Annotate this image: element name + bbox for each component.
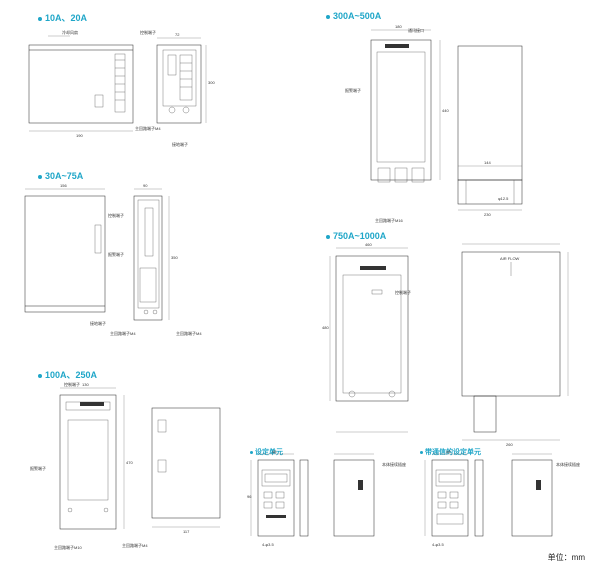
drawing-setting-unit	[250, 453, 375, 537]
drawing-10a-20a-front	[156, 37, 207, 124]
header-30a-75a: 30A~75A	[38, 171, 83, 181]
section-title: 750A~1000A	[333, 231, 387, 241]
callout-label: 主回路端子M4	[110, 331, 136, 336]
callout-label: 通讯接口	[408, 28, 424, 33]
dim-label: 4-φ3.5	[432, 542, 444, 547]
section-title: 带通信的设定单元	[425, 449, 481, 456]
callout-label: 主回路端子M16	[375, 218, 403, 223]
section-title: 10A、20A	[45, 13, 88, 23]
callout-label: 控制端子	[395, 290, 411, 295]
section-title: 100A、250A	[45, 370, 98, 380]
callout-label: 本体接续插座	[556, 462, 580, 467]
callout-label: 主回路端子M4	[135, 126, 161, 131]
header-300a-500a: 300A~500A	[326, 11, 381, 21]
dim-label: 72	[175, 32, 180, 37]
header-100a-250a: 100A、250A	[38, 368, 97, 381]
section-title: 300A~500A	[333, 11, 382, 21]
dim-label: 480	[322, 325, 329, 330]
bullet-icon	[38, 16, 42, 21]
callout-label: 主回路端子M4	[176, 331, 202, 336]
dim-label: 180	[395, 24, 402, 29]
bullet-icon	[250, 450, 253, 454]
dim-label: 470	[126, 460, 133, 465]
callout-label: 报警端子	[30, 466, 46, 471]
header-10a-20a: 10A、20A	[38, 11, 87, 24]
dim-label: 90	[143, 183, 148, 188]
dim-label: 4-φ3.5	[262, 542, 274, 547]
drawing-setting-unit-comm	[424, 453, 553, 537]
drawing-300a-500a-side	[457, 45, 523, 211]
callout-label: 控制端子	[140, 30, 156, 35]
drawing-100a-250a-front	[59, 387, 125, 530]
callout-label: 主回路端子M10	[54, 545, 82, 550]
callout-label: 主回路端子M4	[122, 543, 148, 548]
callout-label: 接地端子	[90, 321, 106, 326]
dim-label: 144	[484, 160, 491, 165]
dim-label: 130	[82, 382, 89, 387]
dim-label: 300	[208, 80, 215, 85]
bullet-icon	[420, 450, 423, 454]
section-title: 30A~75A	[45, 171, 84, 181]
dim-label: 230	[484, 212, 491, 217]
section-title: 设定单元	[255, 449, 283, 456]
callout-label: AIR FLOW	[500, 256, 520, 261]
header-setting-unit-comm: 带通信的设定单元	[420, 447, 481, 457]
drawing-30a-75a-front	[133, 188, 170, 321]
callout-label: 报警端子	[108, 252, 124, 257]
bullet-icon	[38, 174, 42, 179]
callout-label: 接地端子	[172, 142, 188, 147]
bullet-icon	[326, 14, 330, 19]
header-setting-unit: 设定单元	[250, 447, 283, 457]
drawing-30a-75a-side	[24, 188, 106, 313]
callout-label: 控制端子	[108, 213, 124, 218]
drawing-300a-500a-front	[370, 29, 441, 183]
callout-label: 冷却风扇	[62, 30, 78, 35]
dim-label: 190	[76, 133, 83, 138]
drawing-750a-1000a-side	[461, 243, 569, 441]
drawing-750a-1000a-front	[329, 247, 409, 433]
dim-label: 260	[506, 442, 513, 447]
dim-label: 156	[60, 183, 67, 188]
header-750a-1000a: 750A~1000A	[326, 231, 386, 241]
dim-label: 350	[171, 255, 178, 260]
callout-label: 报警端子	[345, 88, 361, 93]
unit-note: 单位：mm	[547, 553, 585, 562]
drawing-10a-20a-side	[28, 35, 134, 132]
bullet-icon	[326, 234, 330, 239]
callout-label: 本体接续插座	[382, 462, 406, 467]
callout-label: φ12.5	[498, 196, 509, 201]
dim-label: 460	[365, 242, 372, 247]
bullet-icon	[38, 373, 42, 378]
dim-label: 48	[446, 449, 451, 454]
dim-label: 117	[183, 529, 190, 534]
drawing-100a-250a-side	[151, 407, 221, 528]
dim-label: 48	[272, 449, 277, 454]
dim-label: 96	[247, 494, 252, 499]
dim-label: 440	[442, 108, 449, 113]
callout-label: 控制端子	[64, 382, 80, 387]
